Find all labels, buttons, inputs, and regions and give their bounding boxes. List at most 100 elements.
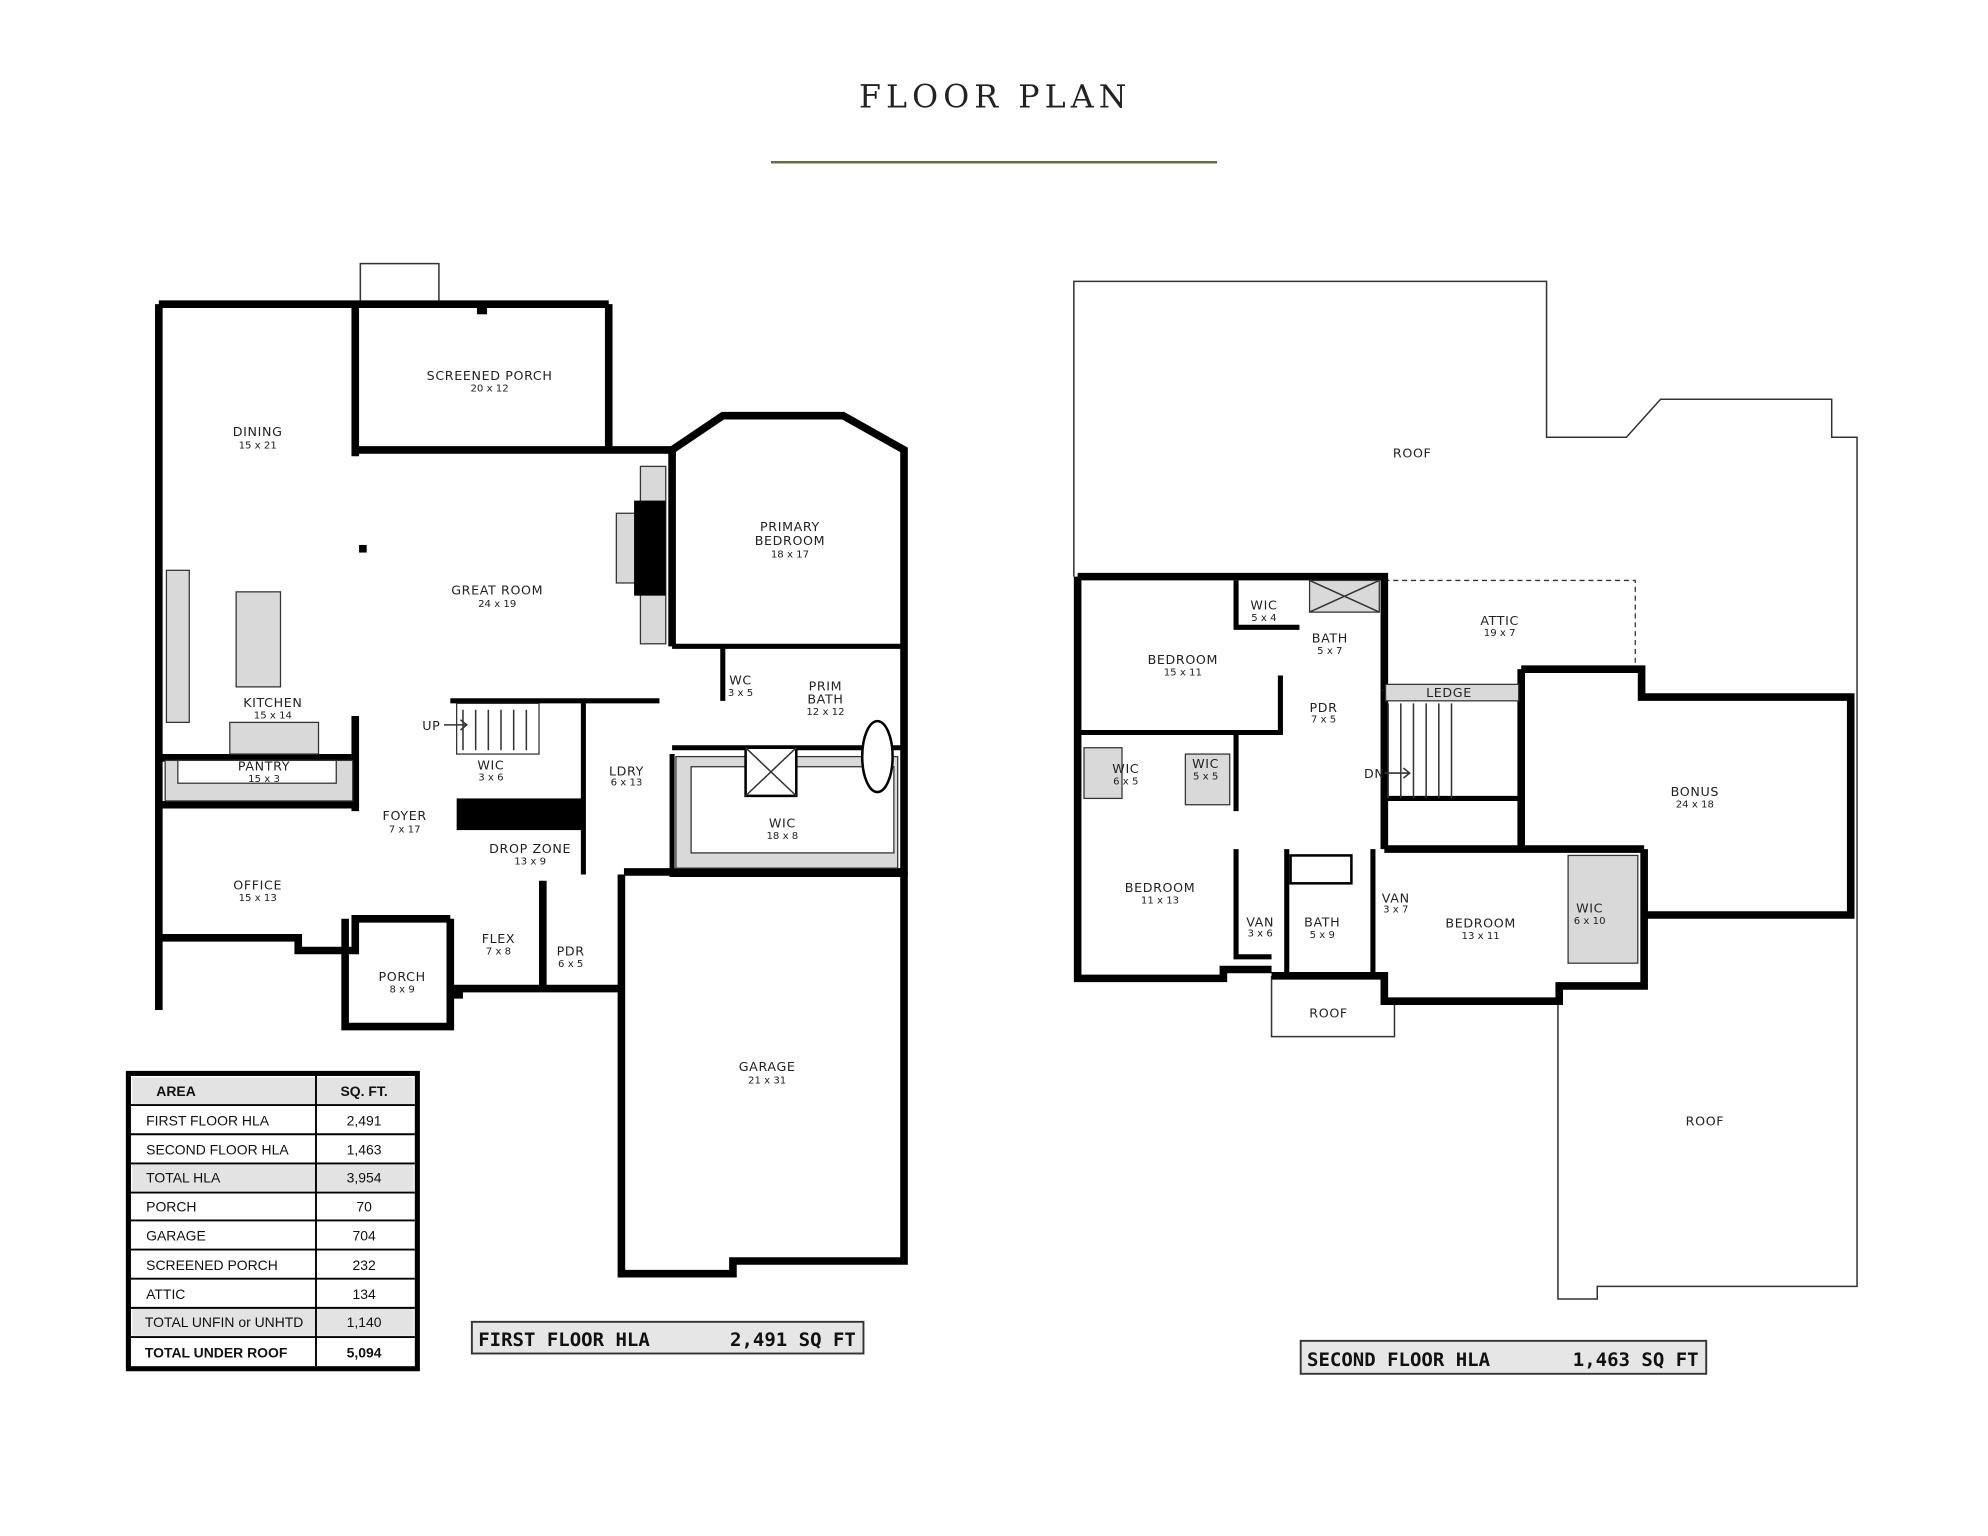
room-dims: 13 x 9 [514, 856, 546, 867]
room-pdr: PDR [557, 944, 585, 959]
room-bath: BATH [1304, 914, 1340, 929]
room-dims: 15 x 3 [248, 774, 280, 785]
room-dims: 5 x 5 [1193, 771, 1218, 782]
table-cell: 1,140 [347, 1314, 382, 1330]
room-dims: 3 x 6 [1247, 929, 1272, 940]
room-dims: 5 x 7 [1317, 646, 1342, 657]
table-cell: 5,094 [347, 1344, 382, 1360]
summary-value: 1,463 SQ FT [1573, 1349, 1699, 1371]
room-dims: 6 x 10 [1574, 916, 1606, 927]
table-cell: GARAGE [146, 1228, 206, 1244]
room-vanity: VAN [1246, 914, 1274, 929]
room-dims: 7 x 17 [389, 825, 421, 836]
room-prim-bath: PRIM [809, 679, 843, 694]
ledge-label: LEDGE [1426, 685, 1472, 700]
table-cell: 704 [353, 1228, 377, 1244]
stairs-up-label: UP [422, 718, 440, 733]
room-dining: DINING [233, 424, 283, 439]
room-drop-zone: DROP ZONE [489, 841, 571, 856]
table-cell: 1,463 [347, 1142, 382, 1158]
room-dims: 7 x 8 [486, 946, 511, 957]
room-name-line2: BEDROOM [755, 533, 826, 548]
first-floor-room-labels: DINING 15 x 21 SCREENED PORCH 20 x 12 GR… [233, 368, 845, 1086]
table-header-area: AREA [156, 1083, 196, 1099]
room-bath: BATH [1312, 631, 1348, 646]
summary-label: SECOND FLOOR HLA [1307, 1349, 1491, 1371]
room-wic: WIC [1112, 761, 1139, 776]
table-cell: SECOND FLOOR HLA [146, 1142, 289, 1158]
second-floor-room-labels: BEDROOM 15 x 11 WIC 5 x 4 BATH 5 x 7 ATT… [1112, 598, 1719, 943]
room-dims: 8 x 9 [390, 984, 415, 995]
room-pdr: PDR [1309, 700, 1337, 715]
room-porch: PORCH [379, 969, 426, 984]
room-dims: 5 x 9 [1310, 930, 1335, 941]
room-bedroom: BEDROOM [1125, 880, 1196, 895]
porch-steps [359, 262, 440, 305]
room-dims: 24 x 19 [478, 599, 516, 610]
room-dims: 15 x 13 [239, 893, 277, 904]
room-bedroom: BEDROOM [1445, 916, 1516, 931]
room-laundry: LDRY [609, 764, 644, 779]
table-cell: SCREENED PORCH [146, 1257, 278, 1273]
summary-value: 2,491 SQ FT [730, 1329, 856, 1351]
room-wic: WIC [1250, 598, 1277, 613]
second-floor-summary: SECOND FLOOR HLA 1,463 SQ FT [1299, 1339, 1708, 1375]
room-flex: FLEX [482, 931, 516, 946]
room-dims: 24 x 18 [1676, 799, 1714, 810]
room-name-line2: BATH [807, 691, 843, 706]
room-bonus: BONUS [1671, 784, 1719, 799]
room-dims: 7 x 5 [1311, 714, 1336, 725]
stairs-down-label: DN [1364, 766, 1384, 781]
room-dims: 15 x 14 [254, 711, 292, 722]
roof-label: ROOF [1393, 446, 1432, 461]
room-wic: WIC [769, 816, 796, 831]
table-cell: 134 [353, 1286, 377, 1302]
room-dims: 3 x 7 [1383, 904, 1408, 915]
room-dims: 12 x 12 [806, 707, 844, 718]
room-dims: 6 x 5 [558, 959, 583, 970]
room-screened-porch: SCREENED PORCH [427, 368, 553, 383]
room-dims: 11 x 13 [1141, 896, 1179, 907]
room-dims: 5 x 4 [1251, 613, 1276, 624]
page-title: FLOOR PLAN [859, 80, 1131, 116]
room-kitchen: KITCHEN [243, 695, 302, 710]
room-garage: GARAGE [739, 1059, 796, 1074]
room-bedroom: BEDROOM [1148, 652, 1219, 667]
room-primary-bedroom: PRIMARY [760, 519, 820, 534]
room-dims: 6 x 13 [611, 778, 643, 789]
room-wic: WIC [1576, 900, 1603, 915]
summary-label: FIRST FLOOR HLA [478, 1329, 650, 1351]
room-dims: 3 x 5 [728, 688, 753, 699]
room-dims: 20 x 12 [471, 384, 509, 395]
table-cell: TOTAL HLA [146, 1169, 221, 1185]
second-floor-plan: ROOF ROOF ROOF LEDGE DN [1073, 280, 1858, 1300]
table-cell: 3,954 [347, 1169, 382, 1185]
first-floor-plan: UP [155, 262, 908, 1278]
room-wic: WIC [477, 757, 504, 772]
room-wic: WIC [1192, 756, 1219, 771]
room-dims: 18 x 8 [766, 831, 798, 842]
first-floor-summary: FIRST FLOOR HLA 2,491 SQ FT [470, 1320, 865, 1355]
table-cell: 70 [356, 1199, 372, 1215]
table-cell: FIRST FLOOR HLA [146, 1112, 270, 1128]
table-cell: 232 [353, 1257, 377, 1273]
room-pantry: PANTRY [238, 759, 290, 774]
room-wc: WC [729, 672, 752, 687]
room-foyer: FOYER [383, 808, 427, 823]
table-cell: TOTAL UNFIN or UNHTD [145, 1314, 303, 1330]
table-cell: 2,491 [347, 1112, 382, 1128]
room-vanity: VAN [1382, 890, 1410, 905]
room-office: OFFICE [233, 878, 282, 893]
room-attic: ATTIC [1480, 613, 1519, 628]
room-dims: 13 x 11 [1462, 931, 1500, 942]
room-dims: 19 x 7 [1484, 628, 1516, 639]
roof-label: ROOF [1309, 1006, 1348, 1021]
room-dims: 18 x 17 [771, 550, 809, 561]
area-table: AREA SQ. FT. FIRST FLOOR HLA 2,491 SECON… [125, 1070, 420, 1372]
roof-label: ROOF [1686, 1113, 1725, 1128]
table-cell: TOTAL UNDER ROOF [145, 1344, 287, 1360]
room-dims: 21 x 31 [748, 1076, 786, 1087]
room-dims: 15 x 21 [239, 441, 277, 452]
room-dims: 6 x 5 [1113, 776, 1138, 787]
